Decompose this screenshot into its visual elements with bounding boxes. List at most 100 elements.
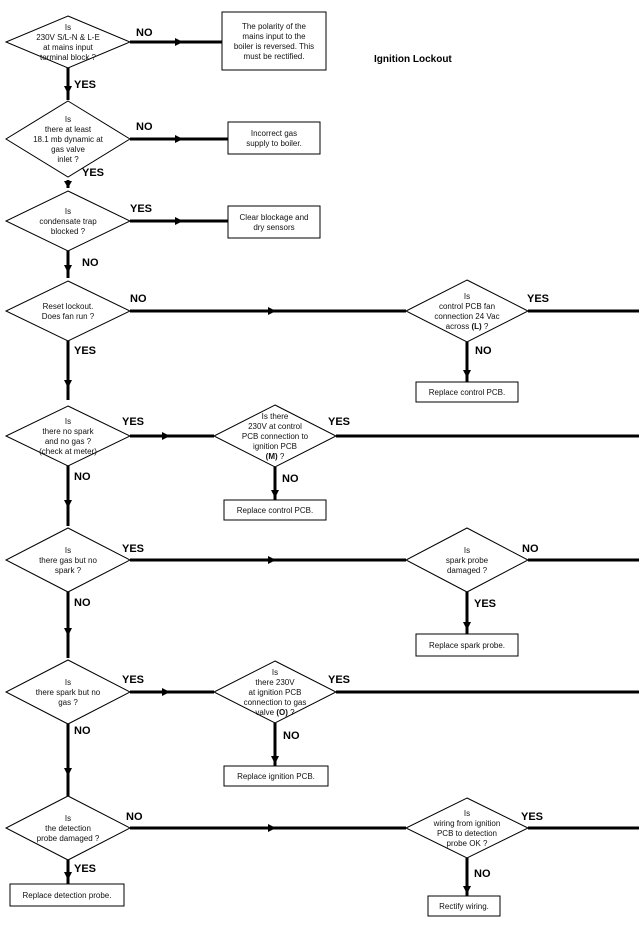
decision-d2-line: 18.1 mb dynamic at	[33, 135, 104, 144]
action-a4-line: Replace control PCB.	[429, 388, 505, 397]
edge-label-yes: YES	[122, 674, 144, 686]
arrow-d2-d3	[64, 181, 72, 188]
action-a5	[223, 499, 327, 521]
arrow-d3-a3	[175, 217, 183, 225]
decision-d2-line: gas valve	[51, 145, 85, 154]
arrow-d2-a2	[175, 135, 183, 143]
edge-label-yes: YES	[122, 543, 144, 555]
arrow-d13-a9	[463, 886, 471, 894]
decision-d2-line: Is	[65, 115, 71, 124]
decision-d3-line: condensate trap	[39, 217, 97, 226]
decision-d4-line: Does fan run ?	[42, 312, 95, 321]
edge-labels: NO YES NO YES YES NO NO YES YES NO YES NO YES NO YES NO…	[74, 27, 549, 880]
decision-d8-line: spark ?	[55, 566, 82, 575]
decision-d8	[4, 527, 132, 593]
decision-d1-line: terminal block ?	[40, 53, 97, 62]
decision-d13-line: PCB to detection	[437, 829, 497, 838]
decision-d10-line: there spark but no	[36, 688, 101, 697]
decision-d7	[212, 404, 338, 468]
decision-d6-line: there no spark	[42, 427, 94, 436]
decision-d13	[404, 797, 530, 859]
edge-label-no: NO	[475, 345, 492, 357]
decision-d3	[4, 190, 132, 252]
edge-label-yes: YES	[328, 674, 350, 686]
decision-d12-line: Is	[65, 814, 71, 823]
decision-d11-line: at ignition PCB	[249, 688, 302, 697]
decision-d5-line: Is	[464, 292, 470, 301]
decision-d5-line: control PCB fan	[439, 302, 495, 311]
arrow-d5-a4	[463, 370, 471, 378]
decision-d3-line: Is	[65, 207, 71, 216]
arrow-d1-a1	[175, 38, 183, 46]
action-a1	[221, 11, 327, 71]
decision-d11	[212, 660, 338, 724]
action-a4	[415, 381, 519, 403]
action-a6-line: Replace spark probe.	[429, 641, 505, 650]
arrow-d1-d2	[64, 86, 72, 94]
edge-label-yes: YES	[74, 79, 96, 91]
action-a3-line: dry sensors	[253, 223, 294, 232]
decision-d6-line: (check at meter)	[39, 447, 97, 456]
edge-label-no: NO	[74, 597, 91, 609]
decision-d5	[404, 279, 530, 343]
decision-d7-line: PCB connection to	[242, 432, 309, 441]
decision-d10-line: Is	[65, 678, 71, 687]
decision-d11-line: valve (O) ?	[255, 708, 295, 717]
edge-label-no: NO	[136, 27, 153, 39]
decision-d13-line: wiring from ignition	[433, 819, 501, 828]
decision-d8-line: there gas but no	[39, 556, 97, 565]
decision-d1-line: 230V S/L-N & L-E	[36, 33, 100, 42]
decision-d10	[4, 659, 132, 725]
decision-d12-line: the detection	[45, 824, 91, 833]
action-a2-line: Incorrect gas	[251, 129, 297, 138]
arrow-d9-a6	[463, 622, 471, 630]
edge-label-yes: YES	[130, 203, 152, 215]
arrow-d4-d6	[64, 380, 72, 388]
decision-d11-line: connection to gas	[244, 698, 307, 707]
arrow-d7-a5	[271, 490, 279, 498]
action-a9-line: Rectify wiring.	[439, 902, 489, 911]
decision-d9-line: damaged ?	[447, 566, 488, 575]
decision-d11-line: there 230V	[255, 678, 295, 687]
decision-d10-line: gas ?	[58, 698, 78, 707]
decision-d13-line: probe OK ?	[447, 839, 488, 848]
edge-label-no: NO	[74, 725, 91, 737]
connectors	[64, 38, 639, 896]
action-a1-line: boiler is reversed. This	[234, 42, 314, 51]
edge-label-no: NO	[136, 121, 153, 133]
edge-label-yes: YES	[521, 811, 543, 823]
action-a2	[227, 121, 321, 155]
decision-d4	[4, 280, 132, 342]
action-a2-line: supply to boiler.	[246, 139, 302, 148]
edge-label-yes: YES	[474, 598, 496, 610]
decision-d11-line: Is	[272, 668, 278, 677]
edge-label-yes: YES	[122, 416, 144, 428]
decision-d9-line: spark probe	[446, 556, 489, 565]
edge-label-no: NO	[282, 473, 299, 485]
decision-d1-line: Is	[65, 23, 71, 32]
edge-label-no: NO	[522, 543, 539, 555]
decision-d5-line: connection 24 Vac	[434, 312, 499, 321]
edge-label-no: NO	[126, 811, 143, 823]
arrow-d8-d9	[268, 556, 276, 564]
arrow-d4-d5	[268, 307, 276, 315]
decision-d4-line: Reset lockout.	[43, 302, 94, 311]
edge-label-no: NO	[74, 471, 91, 483]
edge-label-no: NO	[82, 257, 99, 269]
decision-d12-line: probe damaged ?	[37, 834, 100, 843]
decision-d5-line: across (L) ?	[446, 322, 489, 331]
action-a8-line: Replace detection probe.	[23, 891, 112, 900]
decision-d7-line: Is there	[262, 412, 289, 421]
decision-d2-line: inlet ?	[57, 155, 79, 164]
decision-d9	[404, 527, 530, 593]
arrow-d8-d10	[64, 628, 72, 636]
decision-d6	[4, 405, 132, 467]
edge-label-no: NO	[474, 868, 491, 880]
arrow-d11-a7	[271, 756, 279, 764]
arrow-d12-a8	[64, 872, 72, 880]
action-a9	[427, 895, 501, 917]
decision-d13-line: Is	[464, 809, 470, 818]
